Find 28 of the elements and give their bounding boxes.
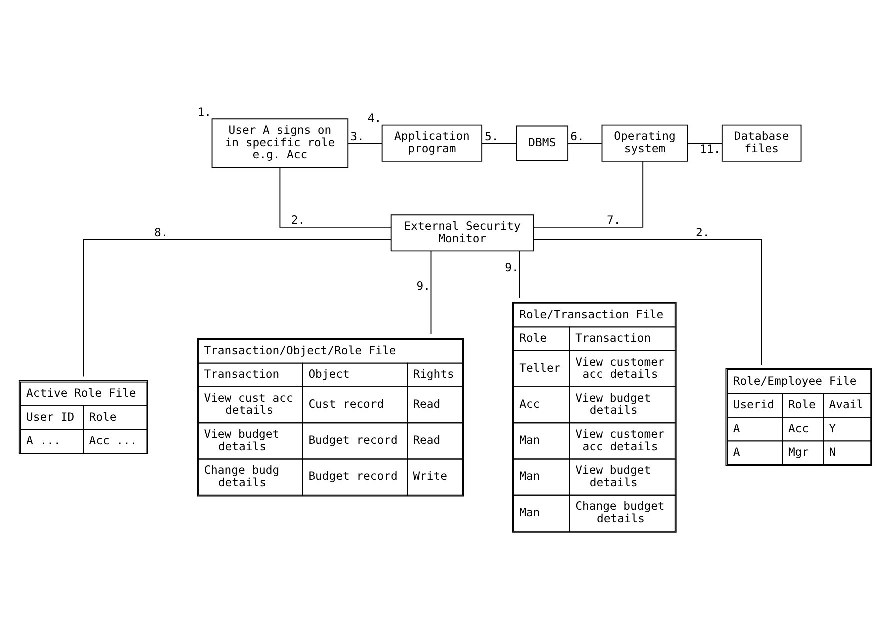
node-box: Operating system <box>602 124 688 162</box>
node-label: 1. <box>198 104 212 119</box>
connector <box>533 161 644 228</box>
node-box: External Security Monitor <box>390 214 534 252</box>
connector <box>519 251 520 299</box>
node-label: 4. <box>368 111 382 126</box>
connector <box>348 143 382 144</box>
edge-label: 8. <box>154 226 168 240</box>
edge-label: 9. <box>505 260 519 275</box>
connector <box>482 143 518 144</box>
node-box: User A signs on in specific role e.g. Acc <box>212 118 349 168</box>
node-box: Database files <box>722 124 802 162</box>
edge-label: 2. <box>291 213 306 228</box>
node-box: Application program <box>382 124 483 162</box>
edge-label: 5. <box>484 130 499 144</box>
connector <box>280 167 392 228</box>
edge-label: 6. <box>570 130 584 144</box>
edge-label: 2. <box>696 226 710 240</box>
node-box: DBMS <box>516 126 569 161</box>
connector <box>533 239 762 366</box>
edge-label: 3. <box>350 130 364 144</box>
connector <box>83 239 392 378</box>
connector <box>568 143 602 144</box>
edge-label: 11. <box>700 142 721 156</box>
edge-label: 9. <box>416 278 431 293</box>
connector <box>430 251 432 335</box>
edge-label: 7. <box>606 213 621 228</box>
connector <box>687 143 723 144</box>
